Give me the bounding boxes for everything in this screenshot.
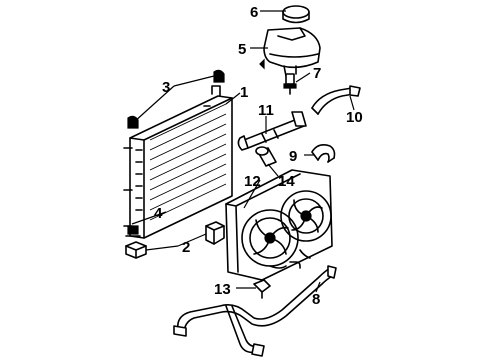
coolant-reservoir	[259, 27, 321, 77]
callout-4: 4	[154, 205, 163, 222]
callout-10: 10	[346, 109, 363, 126]
callout-8: 8	[312, 291, 320, 308]
thermostat	[255, 146, 277, 167]
fan-connector	[253, 279, 271, 299]
callout-7: 7	[313, 65, 321, 82]
heater-hose-assembly	[173, 265, 337, 357]
callout-9: 9	[289, 148, 297, 165]
radiator-grommet	[125, 225, 141, 237]
fan-wiring-harness	[269, 249, 311, 269]
callout-11: 11	[258, 102, 274, 119]
lower-mount-bracket	[205, 221, 225, 245]
bypass-hose	[311, 144, 336, 163]
callout-6: 6	[250, 4, 258, 21]
callout-5: 5	[238, 41, 246, 58]
upper-radiator-hose	[311, 85, 361, 115]
callout-3: 3	[162, 79, 170, 96]
radiator-mount-clip-lower	[127, 115, 139, 129]
callout-13: 13	[214, 281, 231, 298]
coolant-outlet-tube	[237, 111, 307, 151]
callout-1: 1	[240, 84, 248, 101]
callout-2: 2	[182, 239, 190, 256]
callout-12: 12	[244, 173, 261, 190]
lower-mount-insulator	[125, 241, 147, 259]
fan-shroud	[225, 169, 333, 281]
cooling-fan-right	[280, 190, 332, 242]
callout-14: 14	[278, 173, 295, 190]
reservoir-cap	[282, 5, 310, 24]
level-sensor	[283, 73, 297, 95]
radiator-mount-clip-upper	[213, 69, 225, 83]
leader-lines	[131, 10, 355, 293]
radiator	[123, 85, 233, 239]
